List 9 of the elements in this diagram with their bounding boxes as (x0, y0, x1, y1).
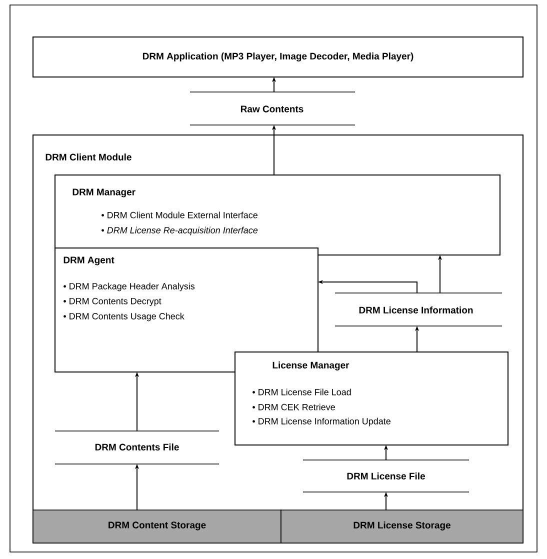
storage-box: DRM Content Storage (32, 510, 282, 544)
data-store: Raw Contents (190, 92, 356, 126)
module-box: DRM Application (MP3 Player, Image Decoder, Media Player) (32, 36, 524, 78)
module-box: License Manager • DRM License File Load • DRM CEK Retrieve • DRM License Information Update (234, 352, 508, 446)
data-store: DRM Contents File (54, 430, 220, 464)
module-box: DRM Manager • DRM Client Module External Interface • DRM License Re-acquisition Interface (54, 174, 500, 256)
storage-box: DRM License Storage (280, 510, 524, 544)
data-store: DRM License File (302, 460, 470, 492)
data-store: DRM License Information (334, 292, 502, 326)
